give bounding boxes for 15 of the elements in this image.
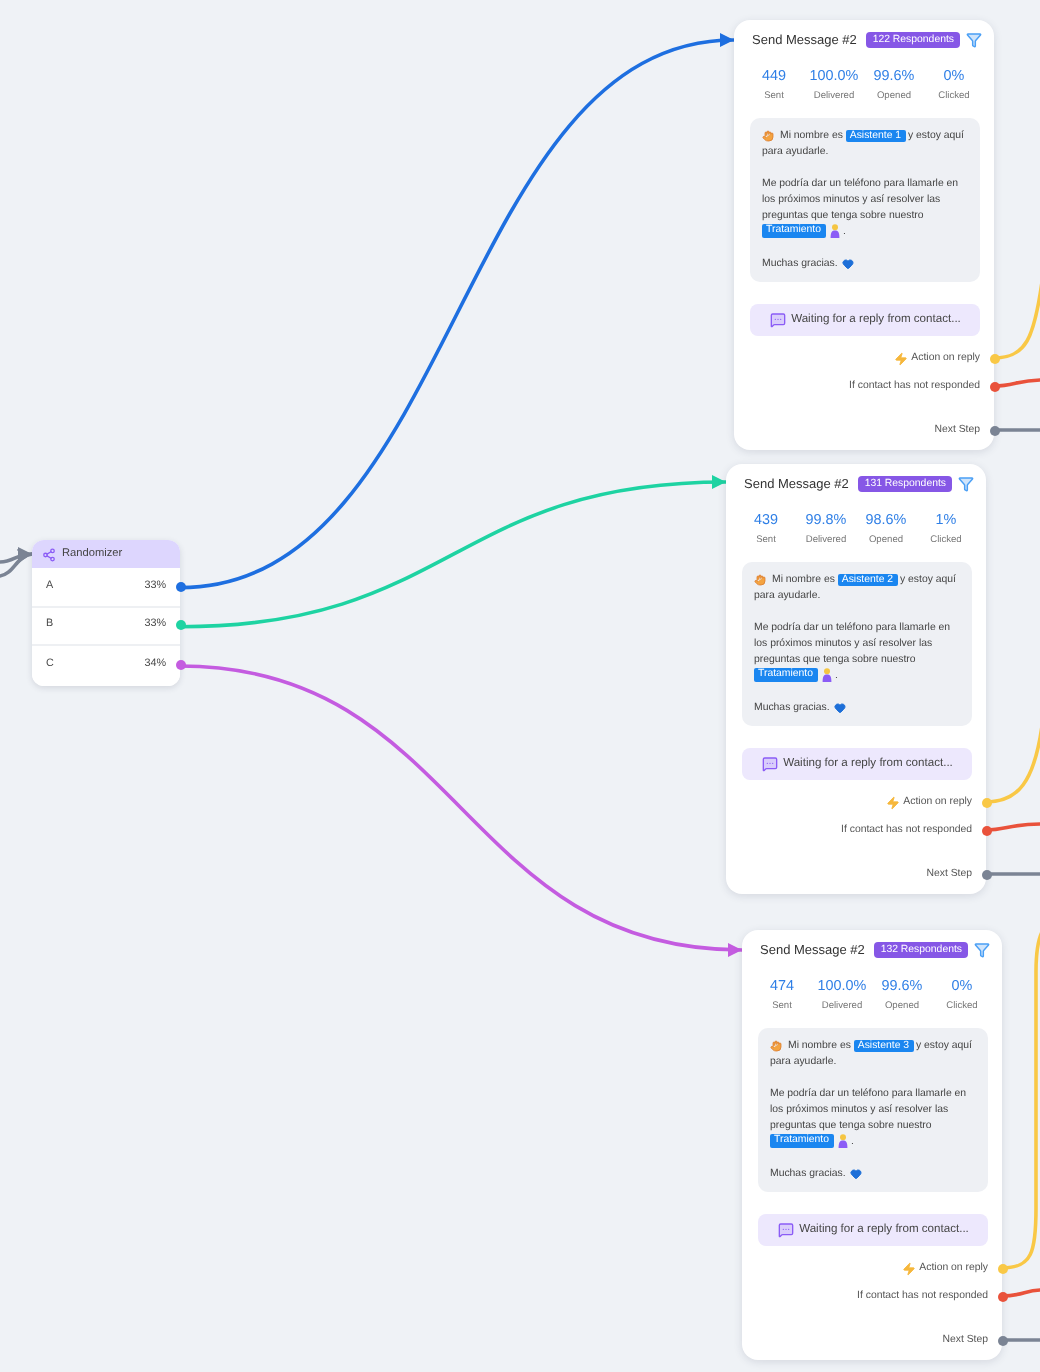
- option-row: [32, 568, 180, 608]
- randomizer-card: [32, 540, 180, 686]
- status-box: [742, 747, 972, 779]
- option-row: [32, 607, 180, 647]
- send-message-card: [742, 930, 1002, 1359]
- connector: [0, 547, 34, 564]
- connector: [0, 550, 34, 578]
- send-message-card: [734, 20, 994, 449]
- status-box: [750, 303, 980, 335]
- option-row: [32, 646, 180, 686]
- message-bubble: [742, 561, 972, 725]
- message-bubble: [758, 1027, 988, 1191]
- message-bubble: [750, 117, 980, 281]
- send-message-card: [726, 464, 986, 893]
- status-box: [758, 1213, 988, 1245]
